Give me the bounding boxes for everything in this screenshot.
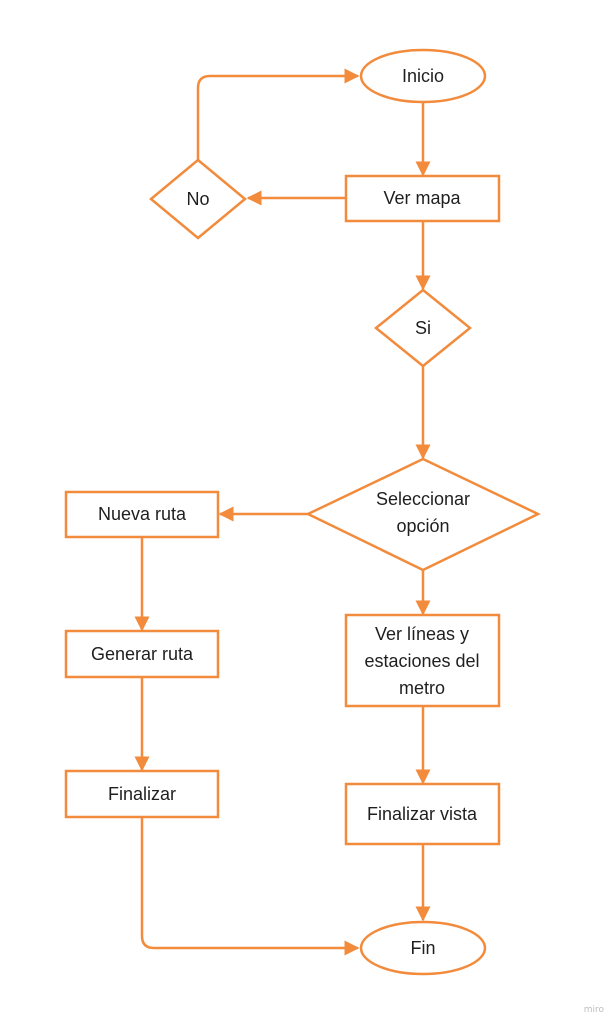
node-no-label: No bbox=[186, 189, 209, 209]
node-seleccionar-label-line1: Seleccionar bbox=[376, 489, 470, 509]
node-inicio: Inicio bbox=[359, 48, 487, 104]
edge-finalizar-to-fin bbox=[140, 817, 360, 956]
miro-watermark: miro bbox=[584, 1005, 605, 1015]
node-nueva-ruta: Nueva ruta bbox=[64, 490, 220, 539]
node-seleccionar-label-line2: opción bbox=[396, 516, 449, 536]
node-finalizar-vista: Finalizar vista bbox=[344, 782, 501, 846]
edge-no-to-inicio bbox=[196, 68, 360, 160]
node-nueva-ruta-label: Nueva ruta bbox=[98, 504, 187, 524]
node-generar-ruta-label: Generar ruta bbox=[91, 644, 194, 664]
node-si-label: Si bbox=[415, 318, 431, 338]
node-ver-lineas-label-line2: estaciones del bbox=[364, 651, 479, 671]
node-ver-lineas: Ver líneas y estaciones del metro bbox=[344, 613, 501, 708]
node-inicio-label: Inicio bbox=[402, 66, 444, 86]
node-no: No bbox=[149, 158, 247, 240]
node-ver-mapa-label: Ver mapa bbox=[383, 188, 461, 208]
node-generar-ruta: Generar ruta bbox=[64, 629, 220, 679]
node-seleccionar-opcion: Seleccionar opción bbox=[305, 457, 541, 572]
node-si: Si bbox=[374, 288, 472, 368]
node-finalizar-label: Finalizar bbox=[108, 784, 176, 804]
node-ver-lineas-label-line1: Ver líneas y bbox=[375, 624, 469, 644]
node-fin: Fin bbox=[359, 920, 487, 976]
node-ver-mapa: Ver mapa bbox=[344, 174, 501, 223]
edges bbox=[134, 68, 431, 956]
node-finalizar: Finalizar bbox=[64, 769, 220, 819]
node-fin-label: Fin bbox=[410, 938, 435, 958]
node-ver-lineas-label-line3: metro bbox=[399, 678, 445, 698]
node-finalizar-vista-label: Finalizar vista bbox=[367, 804, 478, 824]
